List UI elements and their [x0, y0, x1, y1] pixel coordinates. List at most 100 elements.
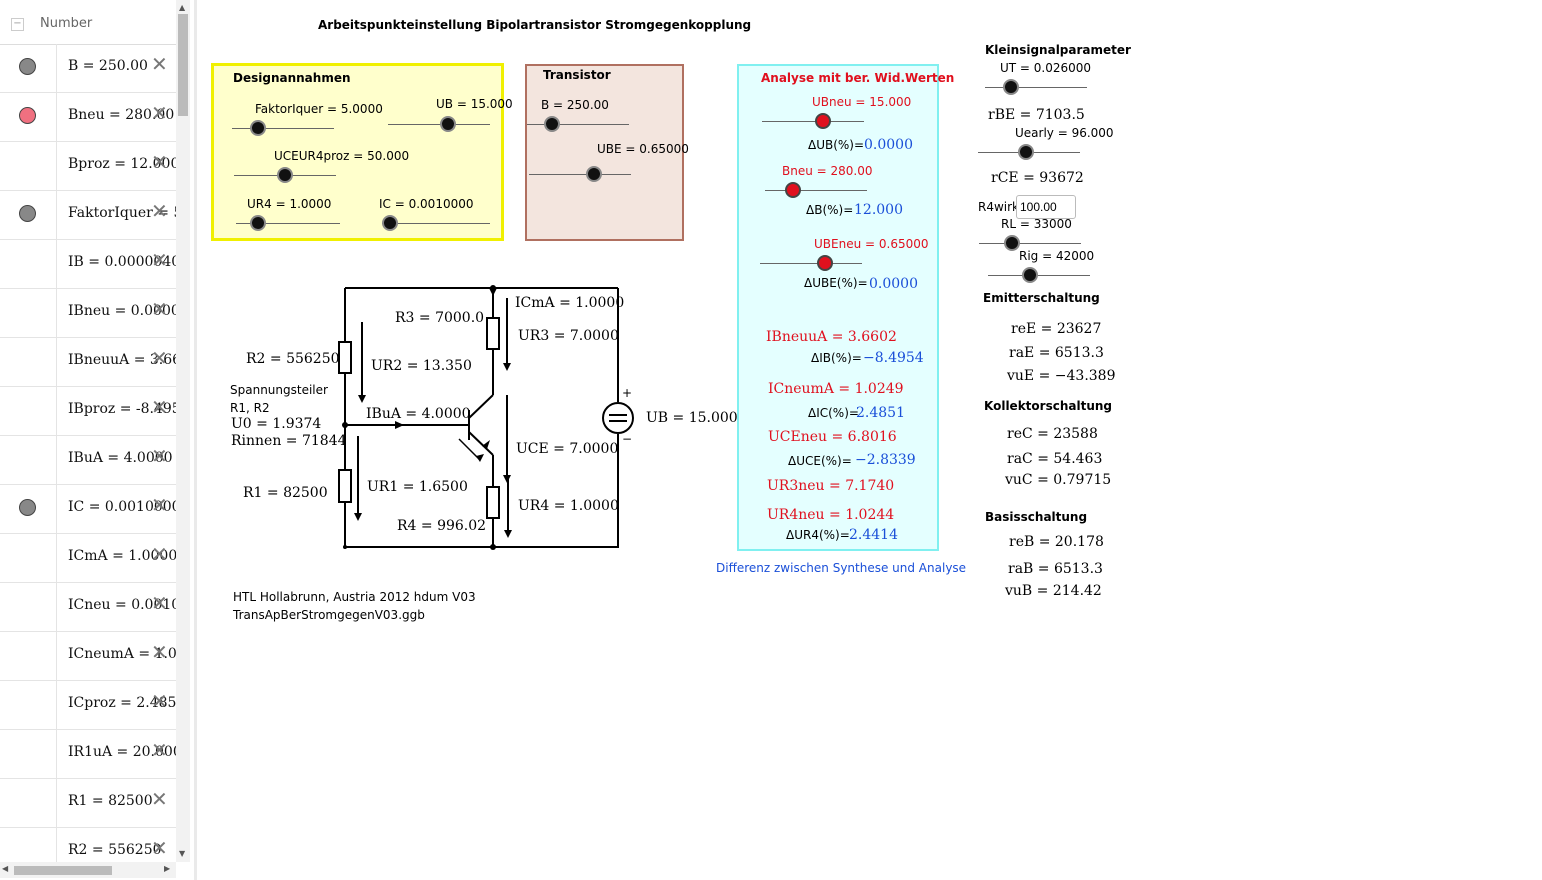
rl-label: RL = 33000 [1001, 217, 1072, 231]
scrollbar-thumb[interactable] [178, 14, 188, 116]
ut-label: UT = 0.026000 [1000, 61, 1092, 75]
delete-icon[interactable]: ✕ [151, 52, 168, 76]
delete-icon[interactable]: ✕ [151, 199, 168, 223]
delete-icon[interactable]: ✕ [151, 542, 168, 566]
view-divider[interactable] [194, 0, 197, 880]
scrollbar-thumb-horizontal[interactable] [14, 866, 112, 875]
visibility-dot-icon[interactable] [19, 499, 36, 516]
delete-icon[interactable]: ✕ [151, 493, 168, 517]
spannungsteiler-label: Spannungsteiler [230, 383, 328, 397]
visibility-dot-icon[interactable] [19, 58, 36, 75]
algebra-row[interactable]: IBuA = 4.0000✕ [0, 436, 176, 485]
algebra-row[interactable]: ICmA = 1.0000✕ [0, 534, 176, 583]
algebra-row[interactable]: R1 = 82500✕ [0, 779, 176, 828]
delete-icon[interactable]: ✕ [151, 640, 168, 664]
algebra-row-text[interactable]: IB = 0.0000040000 [68, 254, 176, 270]
rig-label: Rig = 42000 [1019, 249, 1095, 263]
visibility-toggle[interactable] [0, 387, 57, 435]
transistor-box [525, 64, 684, 241]
design-box [211, 63, 504, 241]
visibility-toggle[interactable] [0, 828, 57, 876]
algebra-row-text[interactable]: IR1uA = 20.000 [68, 744, 176, 760]
dub-label: ΔUB(%)= [808, 138, 865, 152]
uceur4-label: UCEUR4proz = 50.000 [274, 149, 410, 163]
algebra-row-text[interactable]: IBproz = -8.4954 [68, 401, 176, 417]
algebra-row[interactable]: Bneu = 280.00✕ [0, 93, 176, 142]
visibility-toggle[interactable] [0, 436, 57, 484]
r4wirk-input[interactable] [1016, 195, 1076, 219]
delete-icon[interactable]: ✕ [151, 395, 168, 419]
visibility-toggle[interactable] [0, 240, 57, 288]
delete-icon[interactable]: ✕ [151, 836, 168, 860]
visibility-toggle[interactable] [0, 289, 57, 337]
algebra-row[interactable]: IBneuuA = 3.6602✕ [0, 338, 176, 387]
klein-title: Kleinsignalparameter [985, 43, 1131, 57]
visibility-toggle[interactable] [0, 779, 57, 827]
delete-icon[interactable]: ✕ [151, 444, 168, 468]
algebra-row-text[interactable]: IBuA = 4.0000 [68, 450, 173, 466]
algebra-row-text[interactable]: Bneu = 280.00 [68, 107, 175, 123]
algebra-row[interactable]: ICneu = 0.001024✕ [0, 583, 176, 632]
algebra-row[interactable]: IBneu = 0.000003✕ [0, 289, 176, 338]
ur3neu-value: UR3neu = 7.1740 [767, 478, 895, 494]
visibility-dot-icon[interactable] [19, 107, 36, 124]
visibility-toggle[interactable] [0, 534, 57, 582]
visibility-toggle[interactable] [0, 681, 57, 729]
algebra-horizontal-scrollbar[interactable]: ◀ ▶ [0, 862, 176, 878]
delete-icon[interactable]: ✕ [151, 738, 168, 762]
algebra-row[interactable]: IBproz = -8.4954✕ [0, 387, 176, 436]
delete-icon[interactable]: ✕ [151, 689, 168, 713]
visibility-toggle[interactable] [0, 583, 57, 631]
visibility-dot-icon[interactable] [19, 205, 36, 222]
scroll-left-arrow-icon[interactable]: ◀ [2, 864, 9, 873]
visibility-toggle[interactable] [0, 44, 57, 92]
algebra-row-text[interactable]: R2 = 556250 [68, 842, 162, 858]
dub-value: 0.0000 [864, 137, 913, 153]
delete-icon[interactable]: ✕ [151, 150, 168, 174]
algebra-row-text[interactable]: R1 = 82500 [68, 793, 153, 809]
algebra-row-text[interactable]: ICmA = 1.0000 [68, 548, 176, 564]
algebra-row[interactable]: IR1uA = 20.000✕ [0, 730, 176, 779]
algebra-row-text[interactable]: IBneuuA = 3.6602 [68, 352, 176, 368]
design-title: Designannahmen [233, 71, 351, 85]
ibua-label: IBuA = 4.0000 [366, 406, 471, 422]
algebra-row-text[interactable]: FaktorIquer = 5.0 [68, 205, 176, 221]
visibility-toggle[interactable] [0, 191, 57, 239]
visibility-toggle[interactable] [0, 142, 57, 190]
ic-label: IC = 0.0010000 [379, 197, 474, 211]
algebra-row[interactable]: Bproz = 12.000✕ [0, 142, 176, 191]
algebra-row-text[interactable]: ICneumA = 1.0249 [68, 646, 176, 662]
algebra-row-text[interactable]: IC = 0.0010000 [68, 499, 176, 515]
scroll-down-arrow-icon[interactable]: ▼ [179, 849, 186, 858]
algebra-row-text[interactable]: ICproz = 2.4851 [68, 695, 176, 711]
visibility-toggle[interactable] [0, 485, 57, 533]
delete-icon[interactable]: ✕ [151, 591, 168, 615]
visibility-toggle[interactable] [0, 338, 57, 386]
algebra-row-text[interactable]: B = 250.00 [68, 58, 148, 74]
delete-icon[interactable]: ✕ [151, 346, 168, 370]
visibility-toggle[interactable] [0, 93, 57, 141]
algebra-vertical-scrollbar[interactable]: ▲ ▼ [176, 0, 190, 862]
algebra-row[interactable]: B = 250.00✕ [0, 44, 176, 93]
scroll-right-arrow-icon[interactable]: ▶ [164, 864, 171, 873]
algebra-row-text[interactable]: ICneu = 0.001024 [68, 597, 176, 613]
delete-icon[interactable]: ✕ [151, 101, 168, 125]
icneuma-value: ICneumA = 1.0249 [768, 381, 904, 397]
algebra-row[interactable]: IB = 0.0000040000✕ [0, 240, 176, 289]
algebra-row-text[interactable]: IBneu = 0.000003 [68, 303, 176, 319]
delete-icon[interactable]: ✕ [151, 297, 168, 321]
delete-icon[interactable]: ✕ [151, 248, 168, 272]
visibility-toggle[interactable] [0, 730, 57, 778]
delete-icon[interactable]: ✕ [151, 787, 168, 811]
algebra-row[interactable]: ICneumA = 1.0249✕ [0, 632, 176, 681]
algebra-view: − Number B = 250.00✕Bneu = 280.00✕Bproz … [0, 0, 176, 880]
algebra-row-text[interactable]: Bproz = 12.000 [68, 156, 176, 172]
collapse-icon[interactable]: − [11, 18, 24, 31]
algebra-row[interactable]: ICproz = 2.4851✕ [0, 681, 176, 730]
algebra-row[interactable]: FaktorIquer = 5.0✕ [0, 191, 176, 240]
algebra-row[interactable]: IC = 0.0010000✕ [0, 485, 176, 534]
page-title: Arbeitspunkteinstellung Bipolartransisto… [318, 18, 752, 32]
rae-label: raE = 6513.3 [1009, 345, 1104, 361]
visibility-toggle[interactable] [0, 632, 57, 680]
scroll-up-arrow-icon[interactable]: ▲ [179, 3, 186, 12]
